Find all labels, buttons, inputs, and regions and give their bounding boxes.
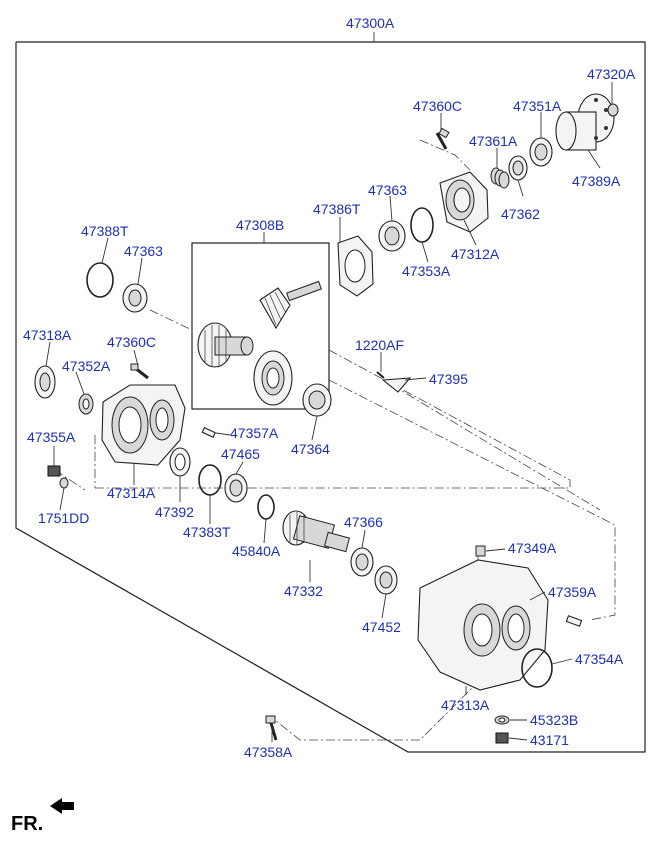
label-47362: 47362 [501,206,540,222]
oil-seal-47452 [374,565,398,595]
gasket-plate [337,235,374,297]
label-47389A: 47389A [572,173,621,189]
label-47366: 47366 [344,514,383,530]
label-47320A: 47320A [587,66,636,82]
bolt-47358A [265,715,278,741]
oil-seal-47392 [169,447,191,477]
label-47332: 47332 [284,583,323,599]
snap-ring-47383T [198,464,222,496]
snap-ring-45840A [257,494,275,520]
label-47349A: 47349A [508,540,557,556]
pinion-gear [259,280,322,330]
rear-housing [439,171,489,233]
front-direction-arrow-icon [50,798,74,814]
label-47395: 47395 [429,371,468,387]
bearing-mid [378,220,406,252]
seal-small [78,393,94,415]
label-47388T: 47388T [81,223,129,239]
label-assembly: 47300A [346,15,395,31]
washer-45323B [494,715,510,725]
label-47353A: 47353A [402,263,451,279]
label-47354A: 47354A [575,651,624,667]
label-47363-top: 47363 [368,182,407,198]
label-1751DD: 1751DD [38,510,89,526]
oring-47354A [521,648,553,688]
pin-47359A [565,615,583,627]
label-47358A: 47358A [244,744,293,760]
label-45840A: 45840A [232,543,281,559]
bearing-447364 [302,383,332,417]
assembly-frame [15,41,646,753]
label-47360C-top: 47360C [413,98,462,114]
oil-seal-top [529,137,553,167]
ring-gear [253,350,293,406]
snap-ring-left [86,262,114,298]
drain-plug-43171 [495,732,509,744]
label-1220AF: 1220AF [355,337,404,353]
label-47363-left: 47363 [124,243,163,259]
label-47352A: 47352A [62,358,111,374]
label-47361A: 47361A [469,133,518,149]
output-shaft-gear [282,510,351,553]
companion-flange [555,93,615,151]
oil-seal-left [34,365,56,399]
label-47308B: 47308B [236,217,284,233]
label-47314A: 47314A [107,485,156,501]
bracket-47395 [376,371,412,393]
label-47360C-left: 47360C [107,334,156,350]
label-47313A: 47313A [441,697,490,713]
label-47312A: 47312A [451,246,500,262]
bolt-left [130,363,149,380]
drive-gear [197,322,254,368]
label-47452: 47452 [362,619,401,635]
bolt-top [435,127,450,150]
bearing-47465 [224,473,248,503]
gear-subassembly-box [191,242,330,410]
transfer-case-housing [417,559,549,691]
label-47465: 47465 [221,446,260,462]
bearing-top [508,155,528,181]
label-47351A: 47351A [513,98,562,114]
bearing-47366 [350,547,374,577]
dowel-pin [201,426,217,438]
front-housing [101,384,186,466]
spacer-spring [490,167,510,189]
alignment-lines [54,139,616,741]
label-47357A: 47357A [230,425,279,441]
leader-lines [45,82,613,742]
label-47386T: 47386T [313,201,361,217]
breather-plug [475,545,486,557]
flange-nut [607,103,619,117]
gasket-oring [410,207,434,243]
label-47392: 47392 [155,504,194,520]
label-47355A: 47355A [27,429,76,445]
label-43171: 43171 [530,732,569,748]
label-47359A: 47359A [548,584,597,600]
label-47364: 47364 [291,441,330,457]
front-direction-label: FR. [11,813,43,835]
label-45323B: 45323B [530,712,578,728]
label-47318A: 47318A [23,327,72,343]
label-47383T: 47383T [183,524,231,540]
bearing-left [122,283,148,313]
